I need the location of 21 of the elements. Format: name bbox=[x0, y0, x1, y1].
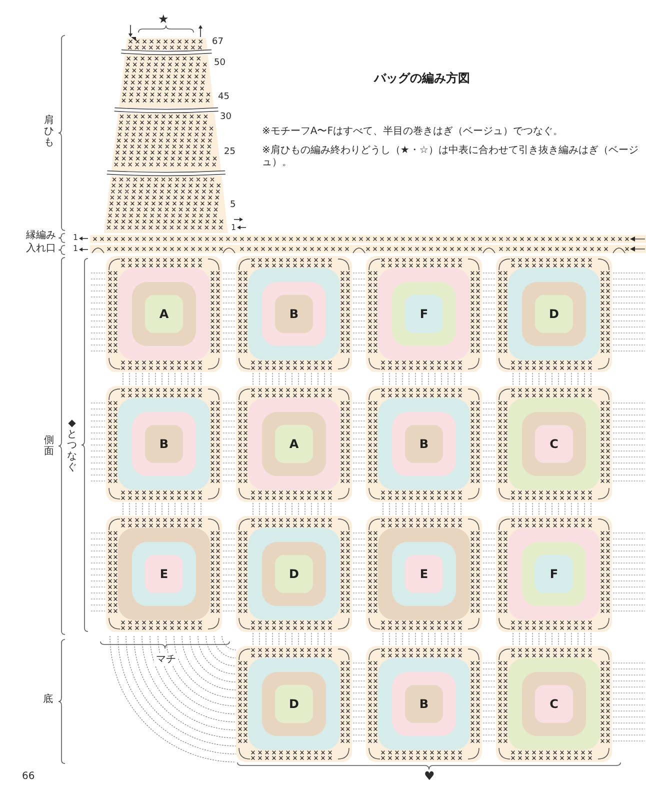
row-number: 1 bbox=[231, 223, 236, 233]
section-label: ◆とつなぐ bbox=[67, 418, 77, 473]
note-text: ※モチーフA〜Fはすべて、半目の巻きはぎ（ベージュ）でつなぐ。 bbox=[262, 126, 564, 138]
diagram-title: バッグの編み方図 bbox=[372, 70, 471, 86]
section-label: 肩ひも bbox=[44, 115, 54, 148]
star-mark: ★ bbox=[158, 12, 169, 26]
row-number: 67 bbox=[212, 37, 224, 48]
note-text: ※肩ひもの編み終わりどうし（★・☆）は中表に合わせて引き抜き編みはぎ（ベージュ）。 bbox=[262, 145, 640, 169]
heart-mark: ♥ bbox=[424, 769, 435, 783]
section-label: 側面 bbox=[44, 435, 54, 457]
row-number: 50 bbox=[214, 58, 226, 69]
row-number: 5 bbox=[230, 200, 236, 211]
row-number: 1 bbox=[73, 244, 78, 254]
row-number: 45 bbox=[218, 92, 230, 103]
row-number: 25 bbox=[224, 147, 236, 158]
page-number: 66 bbox=[22, 771, 35, 783]
section-label: 底 bbox=[43, 694, 53, 706]
row-number: 30 bbox=[220, 112, 232, 123]
row-number: 1 bbox=[73, 233, 78, 243]
section-label: 縁編み bbox=[26, 230, 56, 242]
section-label: 入れ口 bbox=[26, 243, 56, 255]
